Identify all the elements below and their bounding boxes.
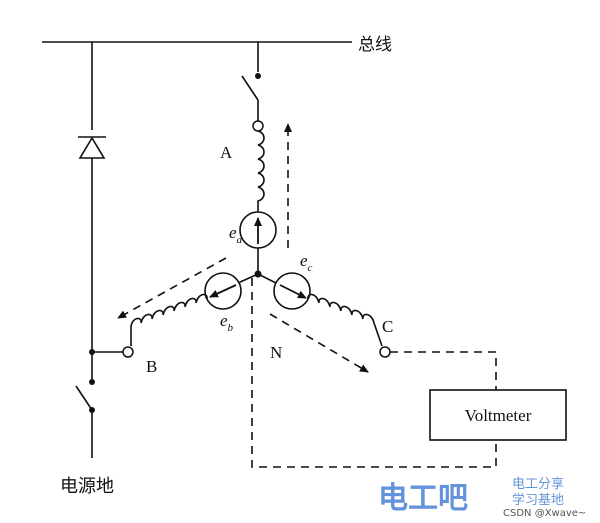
coil-c <box>307 293 383 347</box>
dashed-wire-c <box>390 351 497 390</box>
watermark-line1: 电工分享 <box>512 476 564 492</box>
wire-neutral-c <box>257 273 277 284</box>
ea-label: ea <box>229 223 243 246</box>
switch-a-dot <box>255 73 261 79</box>
watermark-logo: 电工吧 <box>378 481 468 516</box>
neutral-label: N <box>270 343 282 362</box>
ec-label: ec <box>300 251 313 274</box>
voltmeter-label: Voltmeter <box>465 406 532 425</box>
source-b-arrow <box>209 284 237 298</box>
phase-a-label: A <box>220 143 233 162</box>
watermark-credit: CSDN @Xwave~ <box>503 508 586 519</box>
terminal-c <box>379 346 391 358</box>
terminal-b <box>122 346 134 358</box>
bus-label: 总线 <box>358 35 392 55</box>
ground-switch-blade <box>75 385 93 411</box>
ground-label: 电源地 <box>60 476 114 497</box>
dashed-arrow-b <box>117 257 227 319</box>
dashed-arrow-c <box>269 313 369 373</box>
phase-b-label: B <box>146 357 157 376</box>
coil-b <box>130 293 208 346</box>
phase-c-label: C <box>382 317 393 336</box>
source-c-arrow <box>279 284 307 299</box>
coil-a <box>257 130 265 212</box>
diode-icon <box>78 136 106 159</box>
junction-dot-switch <box>89 379 95 385</box>
terminal-a <box>252 120 264 132</box>
dashed-wire-neutral <box>251 278 497 468</box>
watermark-line2: 学习基地 <box>512 492 564 508</box>
wire-neutral-b <box>237 273 259 284</box>
eb-label: eb <box>220 311 234 334</box>
watermark: 电工吧 电工分享 学习基地 CSDN @Xwave~ <box>378 476 586 519</box>
switch-a-blade <box>241 75 259 101</box>
voltmeter-box <box>429 389 567 441</box>
